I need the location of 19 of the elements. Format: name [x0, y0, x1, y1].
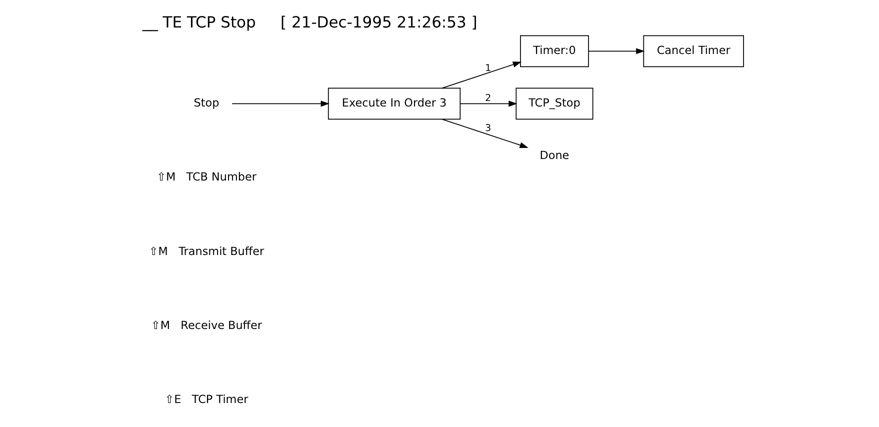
node-box: Timer:0 — [520, 35, 589, 68]
arrow — [232, 100, 330, 107]
label: ⇧M Transmit Buffer — [148, 244, 264, 258]
node-text: Done — [540, 149, 570, 162]
arrow — [442, 118, 528, 148]
node-text: Stop — [194, 96, 220, 110]
label: ⇧E TCP Timer — [164, 392, 248, 406]
edge-label: 1 — [485, 62, 492, 74]
diagram-title: __ TE TCP Stop [ 21-Dec-1995 21:26:53 ] — [142, 13, 478, 32]
edge-label: 3 — [485, 123, 492, 134]
arrow — [442, 62, 522, 88]
arrow — [588, 48, 645, 54]
node-box: TCP_Stop — [516, 88, 594, 120]
label: ⇧M TCB Number — [156, 170, 256, 184]
node-box: Cancel Timer — [643, 35, 744, 68]
node-box: Execute In Order 3 — [328, 88, 461, 120]
label: ⇧M Receive Buffer — [151, 318, 262, 332]
edge-label: 2 — [485, 92, 492, 104]
arrow — [460, 100, 518, 107]
